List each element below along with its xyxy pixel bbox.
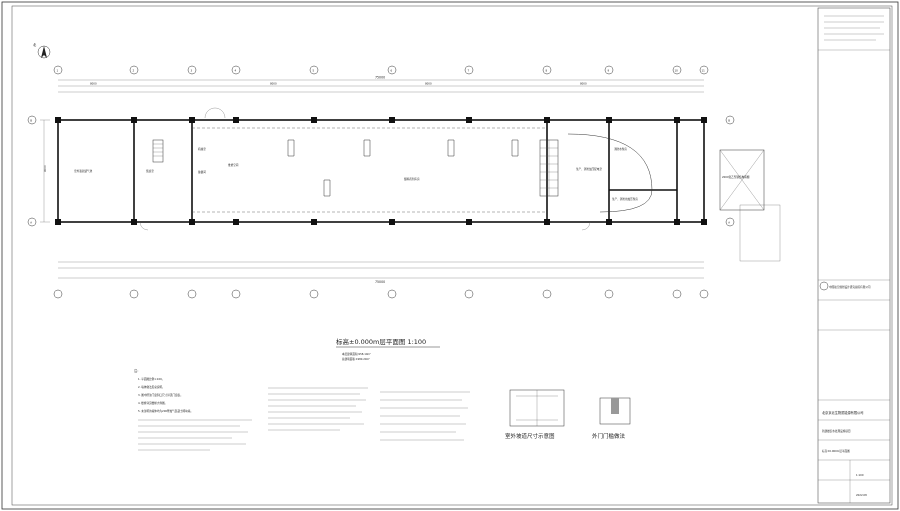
threshold-detail-title: 外门门槛做法: [592, 432, 626, 440]
canopy-note: 2000宽乙型钢结构雨棚: [722, 175, 750, 179]
inner-frame: [11, 5, 893, 506]
bay-dim-1: 8000: [90, 82, 97, 86]
building-plan: 室外液氧储气池 值班室 机械室 备餐间 维修空间 储料药剂库房 生产、消防加压配…: [55, 107, 707, 231]
room-label-1: 室外液氧储气池: [74, 169, 93, 173]
drawing-title-block: 标高±0.000m层平面图 1:100 本层建筑面积:958.10m² 总建筑面…: [336, 337, 440, 361]
note-3: 3. 图中所注门窗洞口尺寸详见门窗表。: [138, 393, 183, 397]
door-swing-2: [214, 107, 226, 119]
tank-outline: [567, 133, 653, 213]
axis-top-10: 10: [675, 69, 679, 73]
axis-top-11: 11: [702, 69, 706, 73]
room-label-4: 备餐间: [198, 170, 206, 174]
sheet-scale: 1:100: [856, 473, 864, 477]
project-name: 新建雄安水处理设施项目: [822, 429, 851, 433]
exterior-wall: [57, 119, 705, 223]
canopy-structure: 2000宽乙型钢结构雨棚: [719, 149, 781, 262]
ladders: [287, 139, 519, 197]
room-label-5: 维修空间: [228, 163, 239, 167]
axis-top-8: 8: [546, 69, 548, 73]
room-label-6: 储料药剂库房: [404, 177, 420, 181]
axis-top-3: 3: [191, 69, 193, 73]
axis-side-b-left: B: [30, 119, 32, 123]
client-name: 北京京北生物质能源有限公司: [822, 410, 863, 415]
stair-left: [152, 139, 164, 163]
note-4: 4. 楼梯详见楼梯大样图。: [138, 401, 167, 405]
sheet-drawing-name: 标高±0.000m层平面图: [822, 449, 850, 453]
company-name: 中国航空规划设计研究总院有限公司: [829, 285, 871, 289]
room-label-9: 消防水泵房: [614, 147, 627, 151]
bottom-dimensions: 75000: [53, 261, 709, 299]
north-label: 北: [33, 42, 37, 47]
room-label-7: 生产、消防加压配电室: [576, 167, 602, 171]
top-axis-row: 1 2 3 4 5 6 7 8 9 10 11: [53, 65, 709, 75]
area-note-1: 本层建筑面积:958.10m²: [342, 352, 371, 356]
axis-top-4: 4: [235, 69, 237, 73]
axis-side-a-left: A: [30, 221, 32, 225]
room-label-3: 机械室: [198, 147, 206, 151]
room-label-8: 生产、消防用加压泵房: [612, 197, 638, 201]
note-5: 5. 未注明的墙体均为200厚加气混凝土砌块墙。: [138, 409, 193, 413]
note-1: 1. 平面图比例1:100。: [138, 377, 164, 381]
stair-right: [539, 139, 559, 197]
title-block: 中国航空规划设计研究总院有限公司 北京京北生物质能源有限公司 新建雄安水处理设施…: [817, 7, 891, 504]
overall-dimension-bottom: 75000: [375, 280, 385, 284]
room-label-2: 值班室: [146, 169, 154, 173]
drawing-title: 标高±0.000m层平面图 1:100: [336, 337, 426, 346]
axis-top-5: 5: [313, 69, 315, 73]
bay-dim-3: 8000: [425, 82, 432, 86]
axis-side-b-right: B: [728, 119, 730, 123]
axis-top-6: 6: [391, 69, 393, 73]
axis-side-a-right: A: [728, 221, 730, 225]
bay-dim-4: 8000: [580, 82, 587, 86]
ramp-detail-title: 室外坡道尺寸示意图: [505, 432, 555, 440]
notes-header: 注：: [134, 368, 140, 373]
side-axes: B A B A 9000: [27, 115, 735, 227]
area-note-2: 总建筑面积:1980.29m²: [342, 357, 370, 361]
depth-dimension: 9000: [43, 165, 47, 172]
threshold-detail: 外门门槛做法: [592, 397, 631, 440]
door-swing-1: [204, 107, 216, 119]
ramp-detail: 室外坡道尺寸示意图: [505, 389, 565, 440]
top-dimensions: 75000 8000 8000 8000 8000: [58, 76, 704, 93]
axis-top-7: 7: [468, 69, 470, 73]
north-arrow: 北: [33, 42, 51, 59]
note-2: 2. 墙体做法见总说明。: [138, 385, 165, 389]
axis-top-1: 1: [57, 69, 59, 73]
general-notes: 注： 1. 平面图比例1:100。 2. 墙体做法见总说明。 3. 图中所注门窗…: [134, 368, 470, 451]
sheet-date: 2022.08: [856, 493, 867, 497]
bay-dim-2: 8000: [270, 82, 277, 86]
axis-top-2: 2: [133, 69, 135, 73]
overall-dimension-top: 75000: [375, 76, 385, 80]
axis-top-9: 9: [608, 69, 610, 73]
